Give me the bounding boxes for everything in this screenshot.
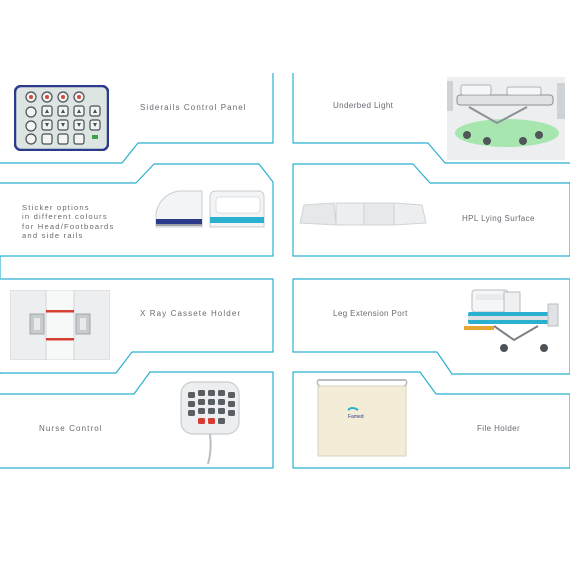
card-outline-nurse xyxy=(0,371,274,469)
feature-label-nurse-control: Nurse Control xyxy=(39,424,103,433)
feature-label-siderails-control-panel: Siderails Control Panel xyxy=(140,103,247,112)
card-outline-underbed xyxy=(292,73,570,164)
hpl-surface-panels-image xyxy=(299,202,427,226)
feature-label-xray-cassette-holder: X Ray Cassete Holder xyxy=(140,309,242,318)
card-outline-hpl xyxy=(292,163,570,257)
feature-label-underbed-light: Underbed Light xyxy=(333,101,394,110)
card-outline-fileholder xyxy=(292,371,570,469)
feature-label-file-holder: File Holder xyxy=(477,424,521,433)
file-holder-logo: Famed xyxy=(348,414,364,420)
siderail-control-panel-image xyxy=(14,85,109,151)
feature-label-hpl-lying-surface: HPL Lying Surface xyxy=(462,214,535,223)
feature-label-leg-extension-port: Leg Extension Port xyxy=(333,309,408,318)
head-footboard-sticker-image xyxy=(155,190,265,228)
card-outline-legext xyxy=(292,278,570,375)
nurse-control-handset-image xyxy=(180,381,240,465)
card-outline-xray xyxy=(0,278,274,374)
card-outline-sticker xyxy=(0,163,274,278)
card-outline-siderails xyxy=(0,73,274,164)
file-holder-image: Famed xyxy=(316,379,408,457)
leg-extension-bed-image xyxy=(464,289,559,352)
feature-label-sticker-options: Sticker options in different colours for… xyxy=(22,203,115,241)
underbed-light-bed-image xyxy=(447,77,565,160)
xray-cassette-holder-image xyxy=(10,290,110,360)
